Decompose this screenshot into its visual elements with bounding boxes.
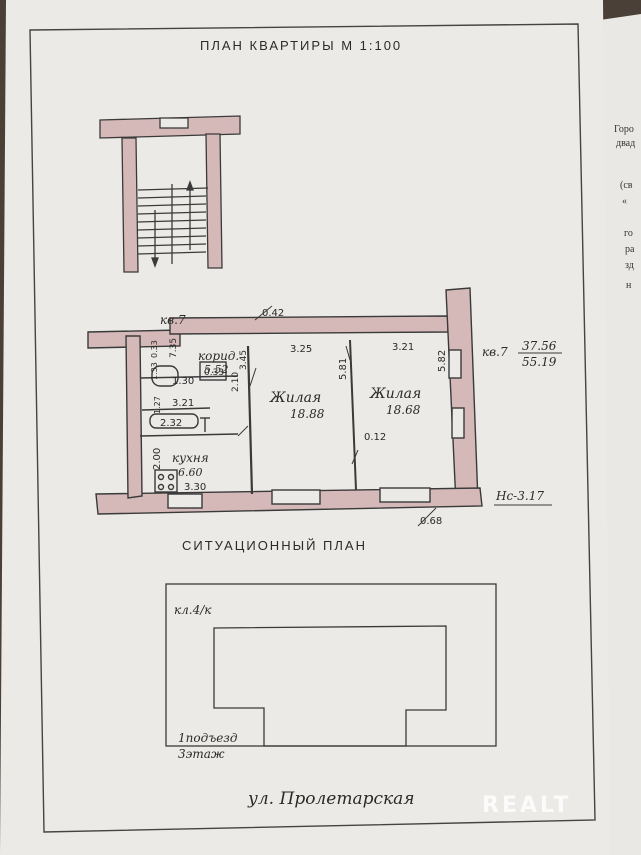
room-area-kitchen: 6.60 bbox=[178, 466, 203, 479]
situation-plan bbox=[165, 583, 497, 747]
plan-title: ПЛАН КВАРТИРЫ М 1:100 bbox=[200, 38, 402, 53]
paper-sheet bbox=[0, 0, 610, 855]
room-name-kitchen: кухня bbox=[172, 451, 209, 465]
stairwell bbox=[99, 115, 241, 273]
dim-bath-length: 3.21 bbox=[172, 398, 194, 409]
side-doc-line-7: н bbox=[626, 280, 632, 291]
room-area-living-1: 18.88 bbox=[290, 407, 325, 421]
dim-bath-width: 2.32 bbox=[160, 418, 182, 429]
dim-room1-width: 3.25 bbox=[290, 344, 312, 355]
dim-bath: 1.30 bbox=[172, 376, 194, 387]
side-document: Горо двад (св « го ра зд н bbox=[600, 14, 641, 855]
dim-corridor-length: 7.35 bbox=[169, 338, 179, 358]
ceiling-height: Нс-3.17 bbox=[495, 489, 544, 503]
dim-wc: 0.33 bbox=[204, 368, 224, 378]
dim-kitchen-width: 3.30 bbox=[184, 482, 206, 493]
drawing-frame bbox=[29, 23, 596, 833]
side-doc-line-0: Горо bbox=[614, 124, 634, 135]
room-area-living-2: 18.68 bbox=[386, 403, 421, 417]
dim-room2-width: 3.21 bbox=[392, 342, 414, 353]
room-name-living-2: Жилая bbox=[369, 386, 421, 402]
room-area-corridor: 5.52 bbox=[204, 363, 229, 376]
dim-partition: 0.12 bbox=[364, 432, 386, 443]
dim-room2-depth: 5.82 bbox=[437, 350, 448, 372]
floor-label: 3этаж bbox=[178, 747, 225, 761]
dim-corridor-width: 2.10 bbox=[231, 372, 241, 392]
side-doc-line-6: зд bbox=[625, 260, 634, 271]
room-name-living-1: Жилая bbox=[269, 390, 321, 406]
building-tag: кл.4/к bbox=[174, 603, 212, 617]
entrance-label: 1подъезд bbox=[178, 731, 238, 745]
apartment-label: кв.7 bbox=[160, 313, 186, 327]
situation-title: СИТУАЦИОННЫЙ ПЛАН bbox=[182, 538, 367, 553]
dim-kitchen-depth: 2.00 bbox=[152, 448, 163, 470]
dim-b: 1.33 bbox=[150, 362, 159, 380]
street-name: ул. Пролетарская bbox=[247, 789, 415, 809]
dim-wall-bottom: 0.68 bbox=[420, 516, 442, 527]
realt-watermark: REALT bbox=[482, 793, 571, 818]
floor-plan bbox=[87, 287, 483, 515]
dim-corridor-depth: 3.45 bbox=[239, 350, 249, 370]
side-doc-line-3: « bbox=[622, 196, 627, 207]
side-doc-line-4: го bbox=[624, 228, 633, 239]
apartment-area-label: кв.7 bbox=[482, 345, 508, 359]
dim-a: 0.33 bbox=[150, 340, 159, 358]
dim-c: 1.27 bbox=[153, 396, 162, 414]
side-doc-line-1: двад bbox=[616, 138, 635, 149]
dim-wall-top: 0.42 bbox=[262, 308, 284, 319]
dim-room1-depth: 5.81 bbox=[338, 358, 349, 380]
side-doc-line-2: (св bbox=[620, 180, 633, 191]
living-area: 37.56 bbox=[522, 339, 557, 353]
side-doc-line-5: ра bbox=[625, 244, 635, 255]
total-area: 55.19 bbox=[522, 355, 557, 369]
room-name-corridor: корид. bbox=[198, 349, 239, 363]
